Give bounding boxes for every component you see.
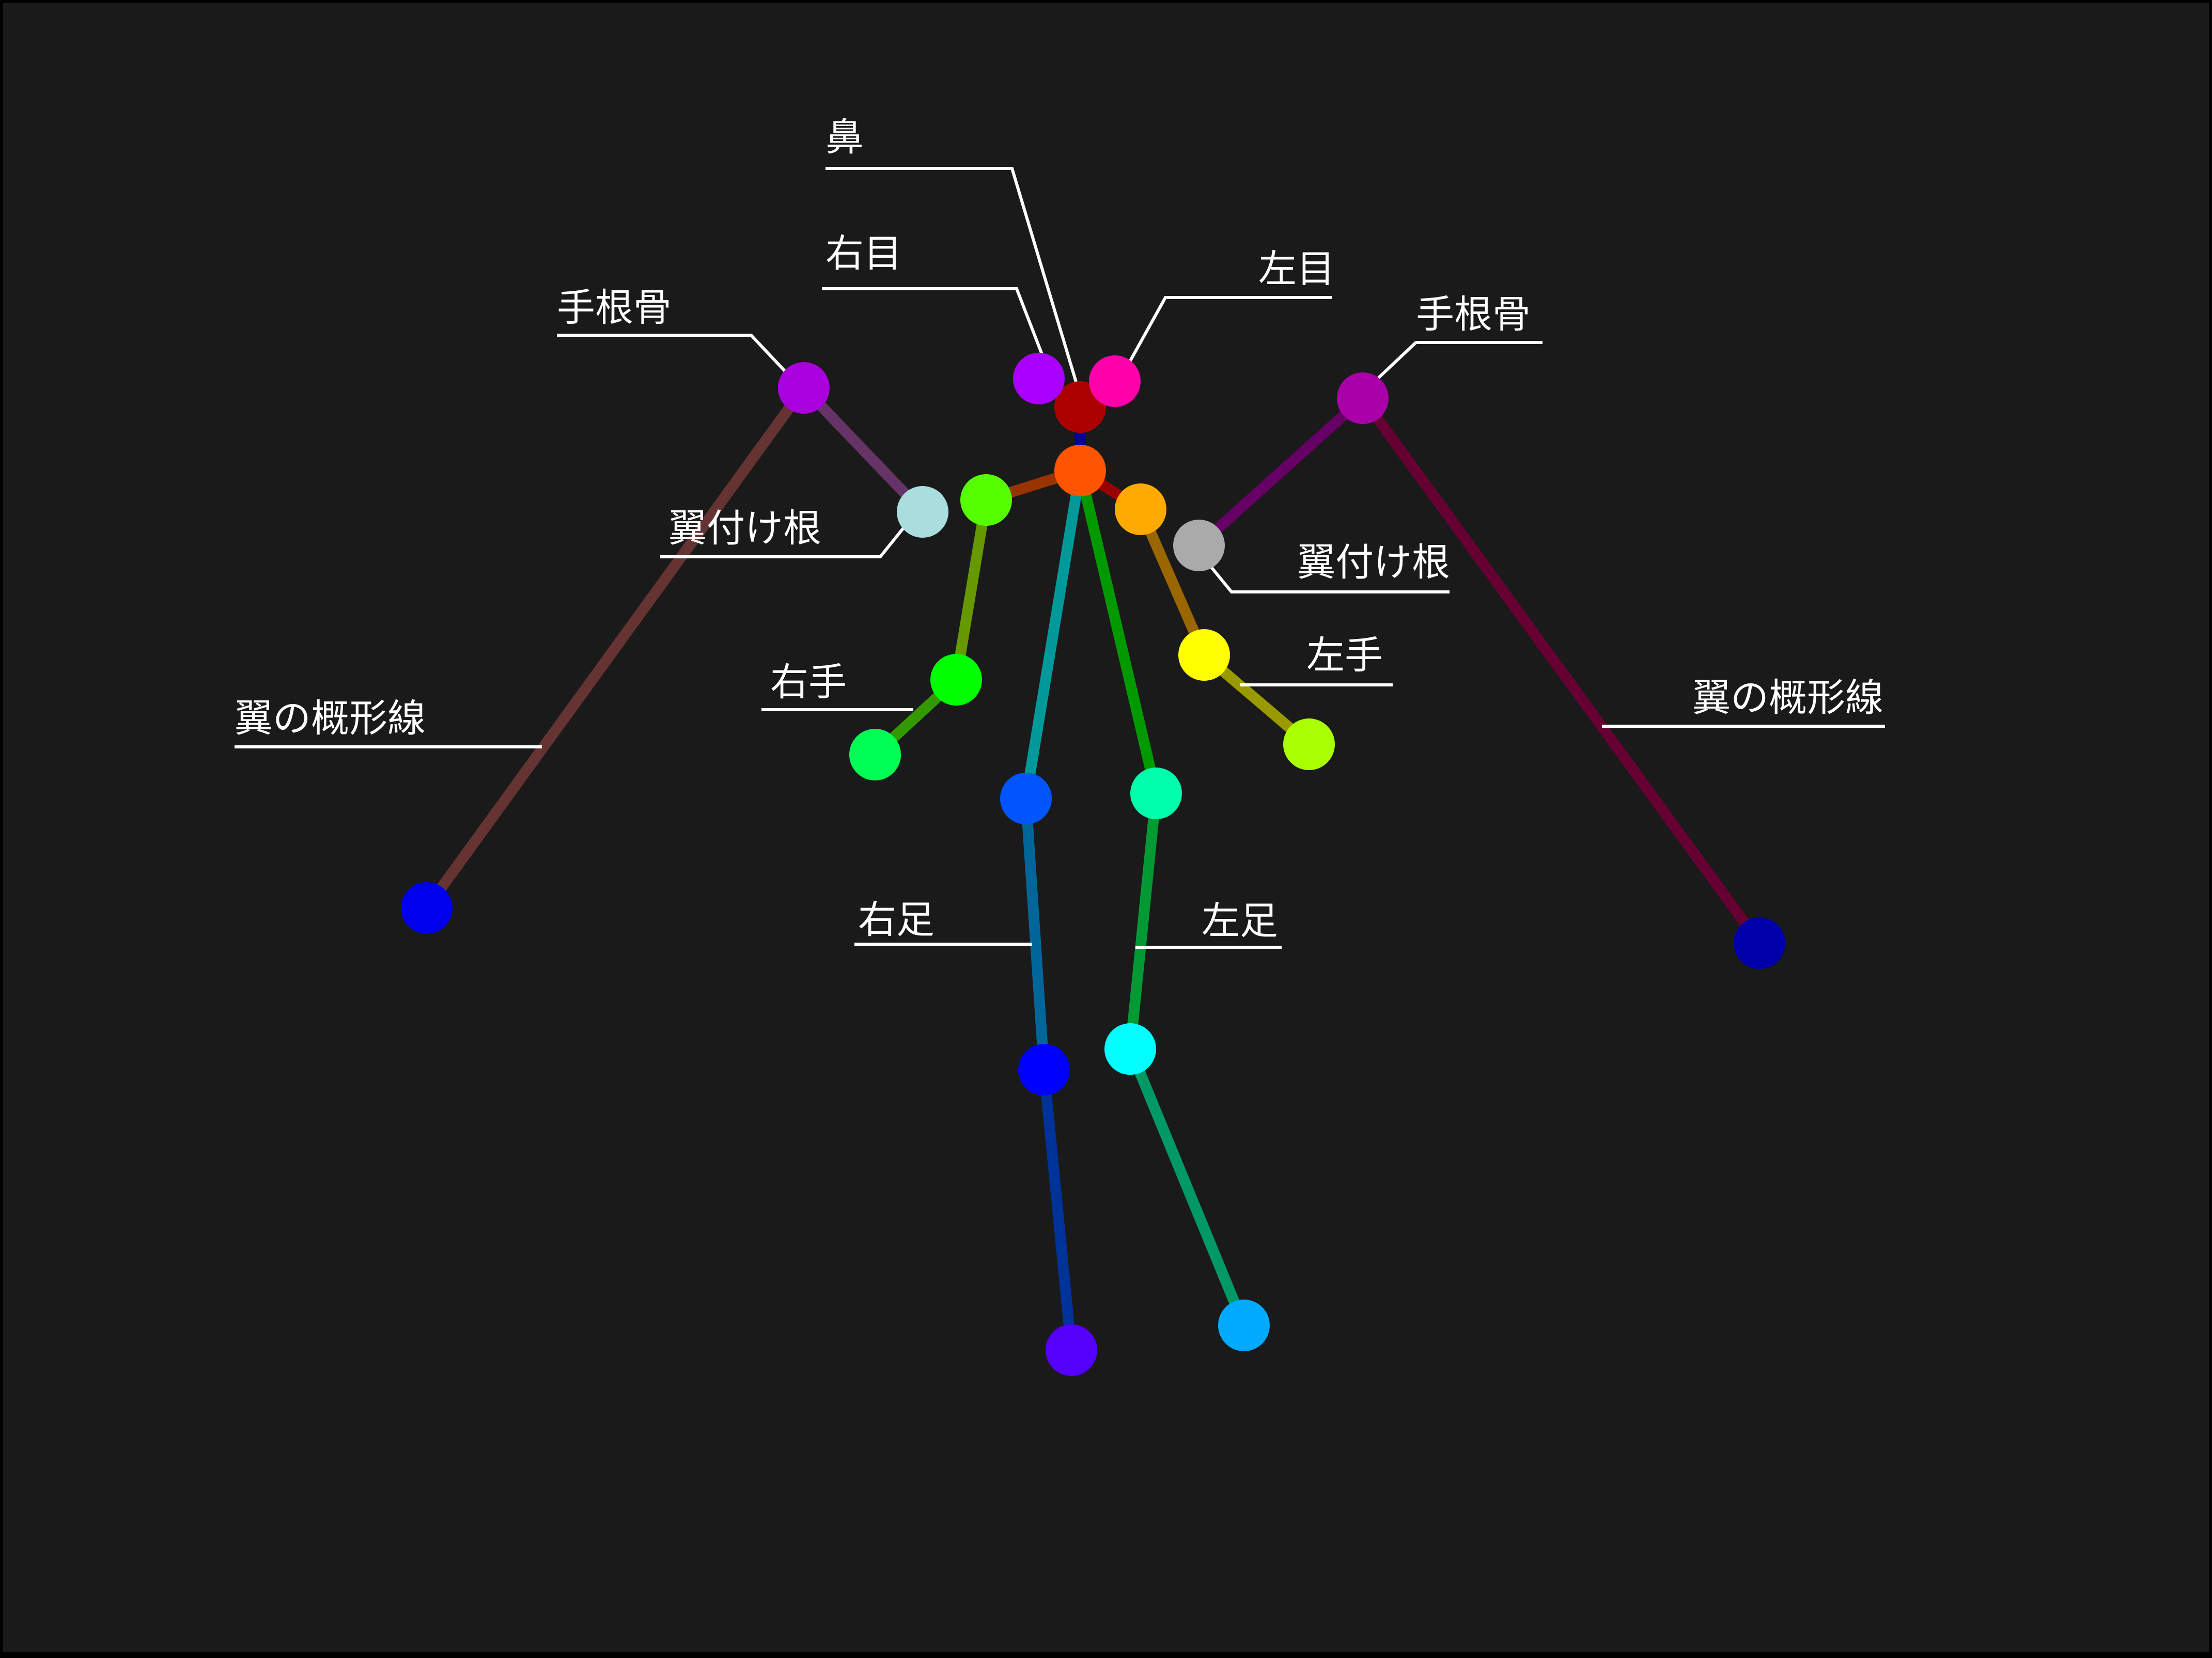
label-nose: 鼻 <box>825 115 864 160</box>
keypoint-left-wing-root <box>1173 520 1225 571</box>
keypoint-right-hip <box>1000 773 1052 824</box>
label-right-eye: 右目 <box>825 231 902 276</box>
keypoint-right-shoulder <box>960 474 1012 526</box>
keypoint-left-hip <box>1130 768 1182 819</box>
keypoint-right-wrist <box>849 729 901 780</box>
keypoint-left-shoulder <box>1115 483 1166 535</box>
bone-right-knee-to-right-ankle <box>1038 1064 1077 1356</box>
labels-layer: 鼻 右目 左目 手根骨 手根骨 翼付け根 翼付け根 右手 左手 翼の概形線 翼の… <box>235 115 1883 943</box>
bone-left-hip-to-left-knee <box>1125 788 1162 1055</box>
keypoint-right-knee <box>1018 1044 1070 1096</box>
keypoint-left-elbow <box>1178 629 1230 681</box>
leader-lines-layer <box>235 167 1885 949</box>
label-right-hand: 右手 <box>770 660 847 705</box>
keypoint-left-ankle <box>1218 1300 1270 1351</box>
keypoint-right-eye <box>1013 353 1065 404</box>
leader-line-right-carpal <box>557 334 795 382</box>
keypoint-left-knee <box>1104 1023 1156 1075</box>
bone-right-carpal-to-right-wing-root <box>798 382 928 518</box>
label-left-eye: 左目 <box>1258 247 1335 291</box>
bone-right-shoulder-to-right-elbow <box>951 494 992 685</box>
bone-left-carpal-to-left-wing-root <box>1193 393 1368 551</box>
leader-line-nose <box>825 167 1082 396</box>
keypoint-left-wrist <box>1283 718 1335 770</box>
keypoint-left-eye <box>1089 355 1141 407</box>
keypoint-right-wing-tip <box>401 882 453 934</box>
label-right-foot: 右足 <box>858 898 934 942</box>
keypoint-right-elbow <box>930 654 982 706</box>
skeleton-diagram: 鼻 右目 左目 手根骨 手根骨 翼付け根 翼付け根 右手 左手 翼の概形線 翼の… <box>235 115 1885 1376</box>
keypoint-right-carpal <box>778 362 830 414</box>
label-left-wing-outline: 翼の概形線 <box>1692 676 1883 720</box>
leader-line-right-wing-root <box>660 516 914 558</box>
bone-left-carpal-to-left-wing-tip <box>1357 393 1765 949</box>
keypoint-neck <box>1054 445 1106 496</box>
bones-layer <box>421 382 1765 1356</box>
leader-line-left-eye <box>1125 296 1332 368</box>
keypoint-left-carpal <box>1337 372 1389 424</box>
joints-layer <box>401 353 1785 1376</box>
bone-right-hip-to-right-knee <box>1020 793 1050 1075</box>
label-left-hand: 左手 <box>1306 633 1383 678</box>
bone-neck-to-left-hip <box>1074 465 1162 799</box>
keypoint-right-wing-root <box>897 486 948 538</box>
label-right-carpal: 手根骨 <box>557 286 672 330</box>
label-right-wing-outline: 翼の概形線 <box>235 696 426 741</box>
bone-neck-to-right-hip <box>1020 465 1086 804</box>
leader-line-left-carpal <box>1368 341 1543 388</box>
label-left-wing-root: 翼付け根 <box>1297 540 1450 585</box>
label-left-carpal: 手根骨 <box>1416 292 1531 337</box>
keypoint-right-ankle <box>1046 1324 1097 1376</box>
keypoint-left-wing-tip <box>1734 917 1785 969</box>
bone-left-shoulder-to-left-elbow <box>1135 504 1210 661</box>
bone-right-carpal-to-right-wing-tip <box>421 382 809 914</box>
label-right-wing-root: 翼付け根 <box>668 506 821 551</box>
label-left-foot: 左足 <box>1202 899 1278 943</box>
bone-left-knee-to-left-ankle <box>1125 1043 1250 1331</box>
leader-line-right-eye <box>822 287 1046 361</box>
